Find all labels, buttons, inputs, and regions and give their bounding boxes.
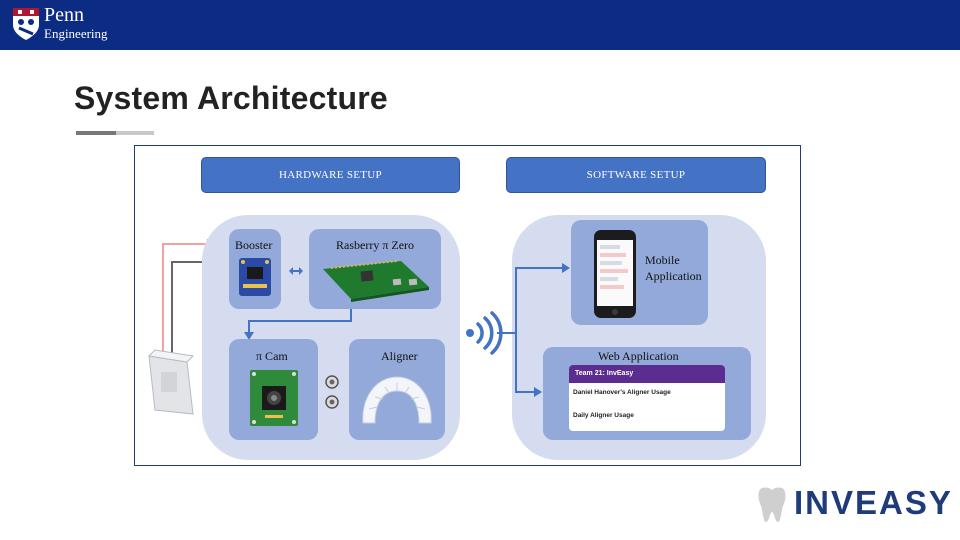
web-screen-header: Team 21: InvEasy — [569, 365, 725, 383]
web-app-card: Web Application Team 21: InvEasy Daniel … — [543, 347, 751, 440]
top-banner: Penn Engineering — [0, 0, 960, 50]
battery-icon — [147, 349, 195, 415]
smartphone-icon — [594, 230, 636, 318]
page-title: System Architecture — [74, 80, 388, 116]
flow-arrows-software — [497, 263, 570, 397]
wireless-signal-icon — [466, 311, 503, 355]
penn-shield-icon — [13, 8, 39, 40]
web-screen-line1: Daniel Hanover's Aligner Usage — [573, 389, 671, 396]
web-app-label: Web Application — [598, 349, 679, 363]
logo-title: Penn — [44, 4, 84, 26]
aligner-label: Aligner — [381, 349, 418, 363]
power-wires — [162, 243, 207, 361]
led-icons — [325, 375, 339, 409]
flow-arrow-pi-to-cam — [244, 309, 352, 340]
pi-zero-label: Rasberry π Zero — [336, 238, 415, 252]
hardware-setup-header: HARDWARE SETUP — [201, 157, 460, 193]
mobile-label-line1: Mobile — [645, 253, 680, 267]
bidirectional-arrow-icon — [289, 267, 303, 275]
mobile-label-line2: Application — [645, 269, 702, 283]
penn-engineering-logo: Penn Engineering — [10, 4, 120, 46]
aligner-icon — [362, 376, 432, 424]
pi-cam-card: π Cam — [229, 339, 318, 440]
aligner-card: Aligner — [349, 339, 445, 440]
booster-label: Booster — [235, 238, 273, 252]
web-app-screenshot: Team 21: InvEasy Daniel Hanover's Aligne… — [569, 365, 725, 431]
software-setup-header: SOFTWARE SETUP — [506, 157, 766, 193]
title-underline-dark — [76, 131, 116, 135]
camera-module-icon — [250, 370, 298, 426]
tooth-icon — [758, 487, 786, 522]
architecture-diagram: HARDWARE SETUP SOFTWARE SETUP + − Booste… — [134, 145, 801, 466]
web-screen-line2: Daily Aligner Usage — [573, 412, 634, 419]
inveasy-brand-logo: INVEASY — [758, 484, 951, 524]
brand-name: INVEASY — [794, 484, 953, 521]
logo-subtitle: Engineering — [44, 26, 108, 41]
pi-zero-card: Rasberry π Zero — [309, 229, 441, 309]
booster-card: Booster — [229, 229, 281, 309]
raspberry-pi-zero-icon — [323, 260, 429, 302]
mobile-app-card: Mobile Application — [571, 220, 708, 325]
pi-cam-label: π Cam — [256, 349, 288, 363]
title-underline-light — [116, 131, 154, 135]
booster-board-icon — [239, 258, 271, 296]
